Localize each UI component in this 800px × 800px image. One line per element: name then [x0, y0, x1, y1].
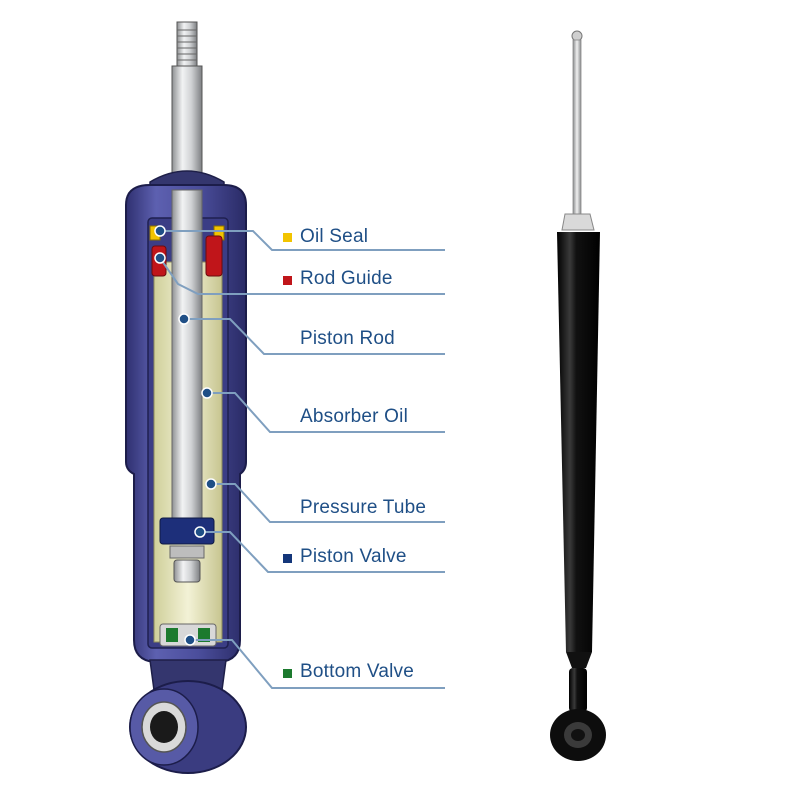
leader-line-rod-guide	[159, 257, 445, 295]
label-pressure-tube: Pressure Tube	[300, 497, 427, 518]
label-oil-seal: Oil Seal	[300, 226, 369, 247]
threaded-stud	[176, 21, 198, 67]
leader-line-absorber-oil	[207, 392, 445, 433]
leader-line-piston-rod	[184, 318, 445, 355]
dot-piston-rod	[178, 313, 190, 325]
dot-bottom-valve	[184, 634, 196, 646]
piston-rod-inner	[171, 189, 203, 531]
rod-collar	[561, 213, 595, 231]
black-body	[557, 232, 600, 652]
dot-rod-guide	[154, 252, 166, 264]
cutaway-shock-absorber	[125, 21, 247, 774]
thin-piston-rod	[572, 39, 582, 219]
bottom-eye-mount	[129, 659, 247, 774]
label-rod-guide: Rod Guide	[300, 268, 393, 289]
marker-rod-guide	[283, 276, 292, 285]
dot-absorber-oil	[201, 387, 213, 399]
rod-tip	[571, 30, 583, 42]
dot-oil-seal	[154, 225, 166, 237]
leader-line-pressure-tube	[211, 483, 445, 523]
body-taper	[566, 652, 592, 668]
label-piston-rod: Piston Rod	[300, 328, 395, 349]
lower-stem	[569, 668, 587, 712]
label-bottom-valve: Bottom Valve	[300, 661, 414, 682]
leader-lines	[159, 230, 445, 689]
leader-line-oil-seal	[160, 230, 445, 251]
label-absorber-oil: Absorber Oil	[300, 406, 408, 427]
marker-piston-valve	[283, 554, 292, 563]
product-shock-absorber	[550, 30, 606, 761]
callout-dots	[154, 225, 217, 646]
dot-pressure-tube	[205, 478, 217, 490]
dot-piston-valve	[194, 526, 206, 538]
piston-rod-upper	[171, 65, 203, 177]
marker-bottom-valve	[283, 669, 292, 678]
label-piston-valve: Piston Valve	[300, 546, 407, 567]
leader-line-piston-valve	[200, 531, 445, 573]
marker-oil-seal	[283, 233, 292, 242]
leader-line-bottom-valve	[190, 639, 445, 689]
